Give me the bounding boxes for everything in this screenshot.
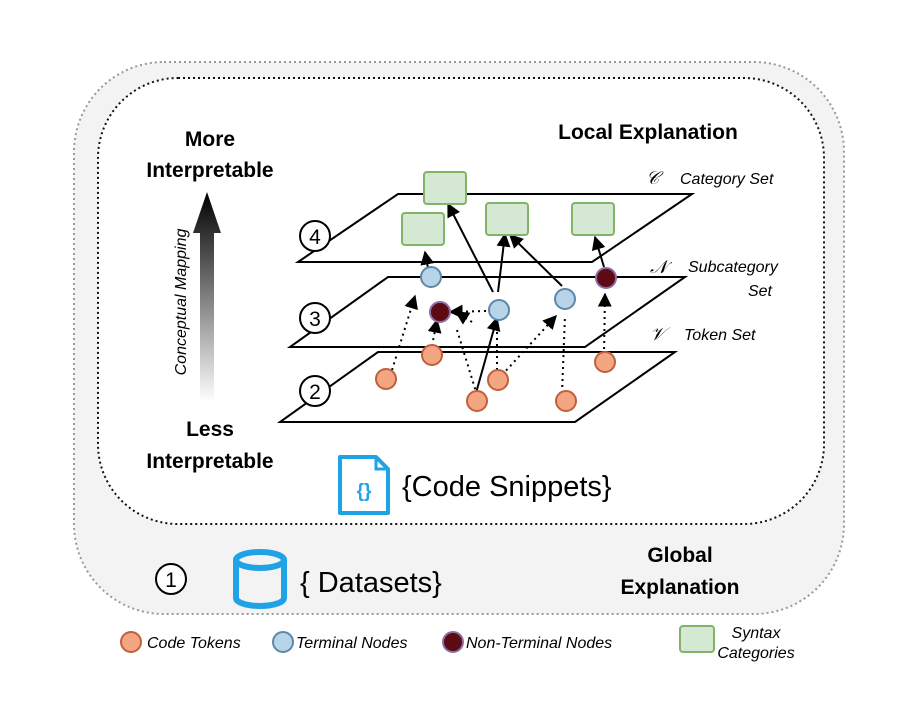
legend-category-swatch	[679, 625, 715, 653]
code-token-node	[555, 390, 577, 412]
terminal-node	[420, 266, 442, 288]
subcategory-set-label-2: Set	[748, 283, 773, 300]
code-file-icon: {}	[338, 455, 390, 515]
global-explanation-title: Global	[647, 544, 712, 567]
conceptual-mapping-arrow	[193, 192, 221, 402]
nonterminal-from-terminal	[448, 304, 487, 319]
less-interpretable-label-2: Interpretable	[146, 450, 273, 473]
svg-text:1: 1	[165, 569, 177, 592]
code-token-nodes	[375, 344, 616, 412]
code-snippets-label: {Code Snippets}	[402, 471, 612, 503]
datasets-label: { Datasets}	[300, 567, 442, 599]
non-terminal-node	[595, 267, 617, 289]
svg-text:3: 3	[309, 308, 321, 331]
category-node	[423, 171, 467, 205]
non-terminal-node	[429, 301, 451, 323]
code-token-node	[421, 344, 443, 366]
more-interpretable-label-2: Interpretable	[146, 159, 273, 182]
legend-code-tokens-label: Code Tokens	[147, 635, 241, 652]
terminal-node	[488, 299, 510, 321]
step-4-badge: 4	[299, 220, 331, 252]
global-explanation-title-2: Explanation	[620, 576, 739, 599]
local-explanation-title: Local Explanation	[558, 121, 738, 144]
subcategory-set-label: Subcategory	[688, 259, 779, 276]
step-3-badge: 3	[299, 302, 331, 334]
legend-syntax-label-2: Categories	[717, 645, 794, 662]
syntax-category-nodes	[401, 171, 615, 246]
code-token-node	[487, 369, 509, 391]
step-2-badge: 2	[299, 375, 331, 407]
token-set-label: Token Set	[684, 327, 756, 344]
legend-terminal-label: Terminal Nodes	[296, 635, 407, 652]
database-icon	[233, 549, 287, 609]
legend-syntax-label: Syntax	[732, 625, 782, 642]
code-token-node	[466, 390, 488, 412]
legend-non-terminal-swatch	[442, 631, 464, 653]
legend: Code Tokens Terminal Nodes Non-Terminal …	[120, 625, 795, 662]
token-to-terminal-solid	[475, 316, 501, 394]
more-interpretable-label: More	[185, 128, 235, 151]
category-node	[401, 212, 445, 246]
terminal-node	[554, 288, 576, 310]
svg-text:{}: {}	[357, 481, 372, 502]
legend-code-token-swatch	[120, 631, 142, 653]
subcategory-nodes	[420, 266, 617, 323]
token-to-terminal-links	[391, 292, 612, 396]
less-interpretable-label: Less	[186, 418, 234, 441]
subcategory-to-category-links	[420, 202, 606, 293]
category-set-label: Category Set	[680, 171, 774, 188]
legend-non-terminal-label: Non-Terminal Nodes	[466, 635, 612, 652]
step-1-badge: 1	[155, 563, 187, 595]
svg-text:4: 4	[309, 226, 321, 249]
code-token-node	[375, 368, 397, 390]
code-token-node	[594, 351, 616, 373]
legend-terminal-swatch	[272, 631, 294, 653]
category-node	[571, 202, 615, 236]
category-node	[485, 202, 529, 236]
conceptual-mapping-label: Conceptual Mapping	[173, 229, 190, 376]
svg-text:2: 2	[309, 381, 321, 404]
